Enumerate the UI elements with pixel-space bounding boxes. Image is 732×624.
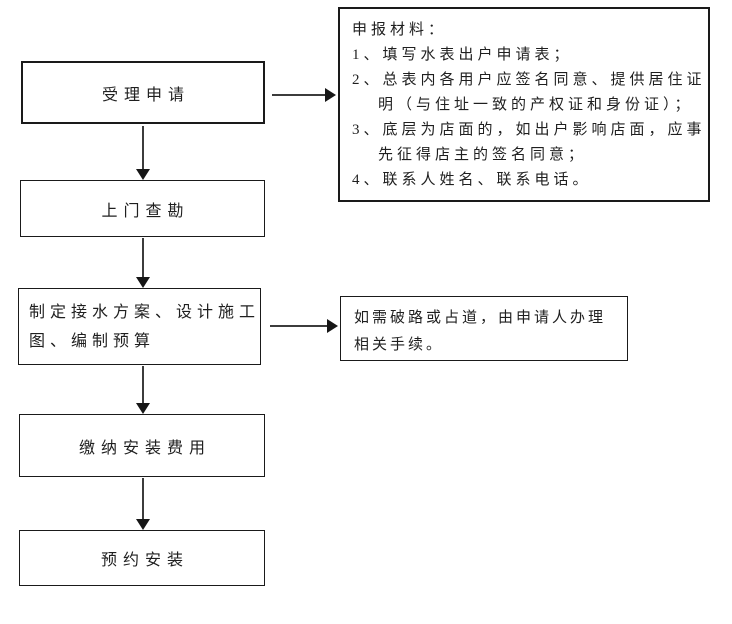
note-line: 先征得店主的签名同意；: [378, 147, 588, 163]
arrowhead-right-icon: [327, 319, 338, 333]
note-application-materials: 申报材料： 1、填写水表出户申请表； 2、总表内各用户应签名同意、提供居住证 明…: [338, 7, 710, 202]
flow-step-label-line: 制定接水方案、设计施工: [29, 303, 261, 321]
arrow-line: [142, 126, 144, 171]
flow-step-label: 缴纳安装费用: [78, 439, 211, 457]
arrow-line: [272, 94, 327, 96]
note-line: 如需破路或占道，由申请人办理: [354, 310, 607, 326]
arrowhead-right-icon: [325, 88, 336, 102]
flow-step-schedule-installation: 预约安装: [19, 530, 265, 586]
arrow-line: [142, 478, 144, 521]
arrow-down-survey-to-plan: [136, 238, 150, 288]
arrow-down-plan-to-pay: [136, 366, 150, 414]
flow-step-label-line: 图、编制预算: [29, 332, 156, 350]
arrowhead-down-icon: [136, 403, 150, 414]
arrow-line: [142, 366, 144, 405]
arrow-down-pay-to-schedule: [136, 478, 150, 530]
note-line: 3、底层为店面的，如出户影响店面，应事: [352, 122, 706, 138]
flow-step-site-survey: 上门查勘: [20, 180, 265, 237]
flow-step-label: 受理申请: [101, 86, 190, 104]
arrow-down-accept-to-survey: [136, 126, 150, 180]
flow-step-accept-application: 受理申请: [21, 61, 265, 124]
note-line: 相关手续。: [354, 337, 445, 353]
arrow-right-plan-to-road-permit: [270, 319, 338, 333]
arrow-right-accept-to-materials: [272, 88, 336, 102]
flow-step-plan-design-budget: 制定接水方案、设计施工 图、编制预算: [18, 288, 261, 365]
arrow-line: [270, 325, 329, 327]
flow-step-label: 预约安装: [100, 552, 189, 569]
note-line: 4、联系人姓名、联系电话。: [352, 172, 592, 188]
note-line: 明（与住址一致的产权证和身份证）；: [378, 97, 694, 113]
note-line: 1、填写水表出户申请表；: [352, 47, 573, 63]
arrow-line: [142, 238, 144, 279]
arrowhead-down-icon: [136, 169, 150, 180]
flow-step-label: 上门查勘: [101, 202, 190, 220]
flow-step-pay-installation-fee: 缴纳安装费用: [19, 414, 265, 477]
note-road-permit: 如需破路或占道，由申请人办理 相关手续。: [340, 296, 628, 361]
note-line: 2、总表内各用户应签名同意、提供居住证: [352, 72, 706, 88]
arrowhead-down-icon: [136, 519, 150, 530]
arrowhead-down-icon: [136, 277, 150, 288]
note-title: 申报材料：: [352, 22, 448, 38]
